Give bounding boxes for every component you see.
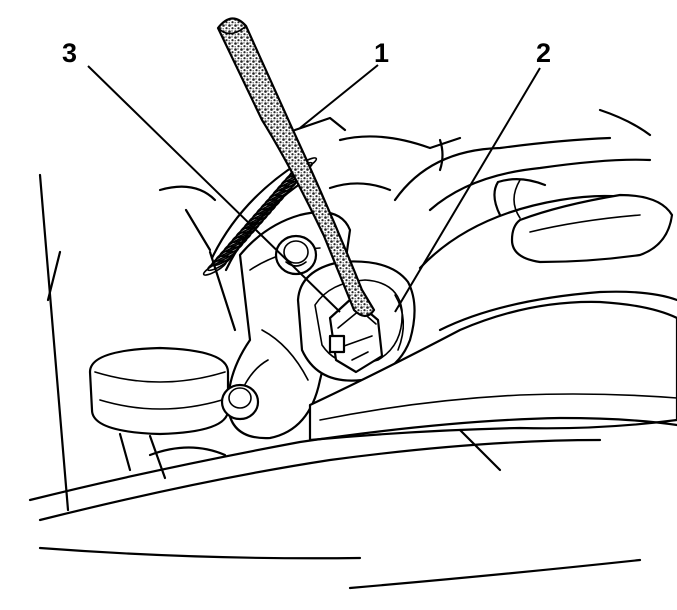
lower-bolt — [220, 383, 260, 421]
upper-bolt — [274, 234, 318, 276]
callout-label-1: 1 — [374, 38, 389, 68]
callouts: 1 2 3 — [62, 38, 551, 68]
lower-control-arm — [28, 300, 677, 590]
callout-label-3: 3 — [62, 38, 77, 68]
shock-absorber — [38, 173, 237, 512]
callout-leader-2 — [394, 67, 541, 313]
callout-leaders — [87, 64, 541, 313]
brake-hose — [216, 17, 376, 318]
callout-leader-1 — [299, 64, 379, 129]
bolts — [220, 234, 318, 421]
callout-leader-3 — [87, 65, 341, 313]
callout-label-2: 2 — [536, 38, 551, 68]
